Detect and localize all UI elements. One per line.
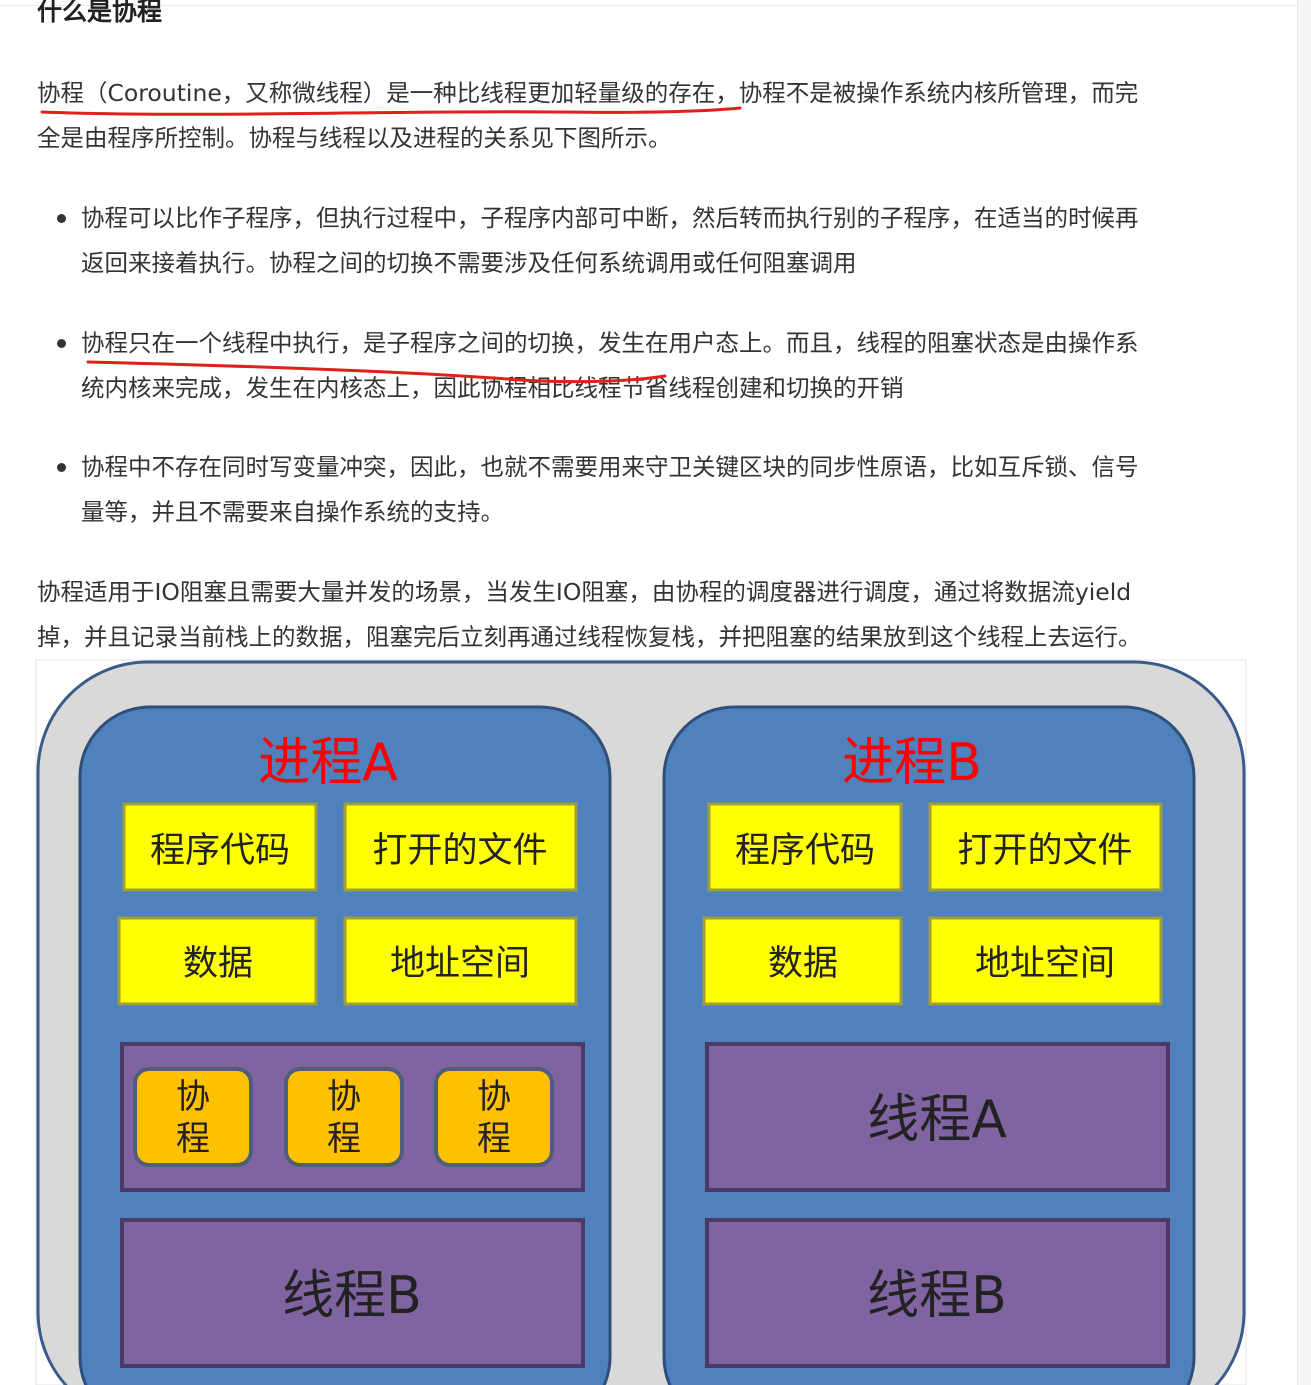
coroutine-box xyxy=(434,1067,554,1167)
process-a-thread-b-label: 线程B xyxy=(282,1266,422,1326)
process-b-program-code-box xyxy=(707,802,903,892)
intro-line-2: 全是由程序所控制。协程与线程以及进程的关系见下图所示。 xyxy=(37,124,672,152)
process-a-title: 进程A xyxy=(258,733,398,793)
process-a-program-code-label: 程序代码 xyxy=(150,831,290,871)
section-heading: 什么是协程 xyxy=(37,0,163,26)
bullet-2-line-1: 协程只在一个线程中执行，是子程序之间的切换，发生在用户态上。而且，线程的阻塞状态… xyxy=(81,329,1139,357)
bullet-dot xyxy=(57,339,66,348)
bullet-1-line-2: 返回来接着执行。协程之间的切换不需要涉及任何系统调用或任何阻塞调用 xyxy=(81,249,857,277)
coroutine-label-top: 协 xyxy=(327,1077,361,1117)
process-a-open-files-box xyxy=(343,802,578,892)
process-b-address-space-label: 地址空间 xyxy=(975,944,1115,984)
process-b-open-files-box xyxy=(928,802,1163,892)
coroutine-label-top: 协 xyxy=(176,1077,210,1117)
process-b-program-code-label: 程序代码 xyxy=(735,831,875,871)
bullet-3-line-2: 量等，并且不需要来自操作系统的支持。 xyxy=(81,498,504,526)
bullet-3-line-1: 协程中不存在同时写变量冲突，因此，也就不需要用来守卫关键区块的同步性原语，比如互… xyxy=(81,453,1139,481)
process-a-data-box xyxy=(117,916,318,1006)
process-a-address-space-box xyxy=(343,916,578,1006)
process-a-thread-b-box xyxy=(120,1218,585,1368)
bullet-dot xyxy=(57,214,66,223)
coroutine-label-bottom: 程 xyxy=(477,1119,511,1159)
coroutine-box xyxy=(133,1067,253,1167)
coroutine-label-bottom: 程 xyxy=(327,1119,361,1159)
process-b-data-label: 数据 xyxy=(768,944,838,984)
process-b-title: 进程B xyxy=(842,733,982,793)
process-b-thread-b-label: 线程B xyxy=(867,1266,1007,1326)
process-b-thread-b-box xyxy=(705,1218,1170,1368)
scrollbar-track[interactable] xyxy=(1297,0,1311,1385)
coroutine-box xyxy=(284,1067,404,1167)
bullet-dot xyxy=(57,463,66,472)
process-b-data-box xyxy=(702,916,903,1006)
process-a-address-space-label: 地址空间 xyxy=(390,944,530,984)
outro-line-2: 掉，并且记录当前栈上的数据，阻塞完后立刻再通过线程恢复栈，并把阻塞的结果放到这个… xyxy=(37,623,1142,651)
bullet-1-line-1: 协程可以比作子程序，但执行过程中，子程序内部可中断，然后转而执行别的子程序，在适… xyxy=(81,204,1139,232)
top-divider xyxy=(0,5,1297,6)
process-b-thread-a-box xyxy=(705,1042,1170,1192)
process-b-thread-a-label: 线程A xyxy=(867,1090,1007,1150)
intro-line-1: 协程（Coroutine，又称微线程）是一种比线程更加轻量级的存在，协程不是被操… xyxy=(37,79,1139,107)
process-a-data-label: 数据 xyxy=(183,944,253,984)
process-a-program-code-box xyxy=(122,802,318,892)
process-b-open-files-label: 打开的文件 xyxy=(957,831,1132,871)
process-a-open-files-label: 打开的文件 xyxy=(372,831,547,871)
process-b-address-space-box xyxy=(928,916,1163,1006)
outro-line-1: 协程适用于IO阻塞且需要大量并发的场景，当发生IO阻塞，由协程的调度器进行调度，… xyxy=(37,578,1132,606)
coroutine-label-top: 协 xyxy=(477,1077,511,1117)
coroutine-label-bottom: 程 xyxy=(176,1119,210,1159)
